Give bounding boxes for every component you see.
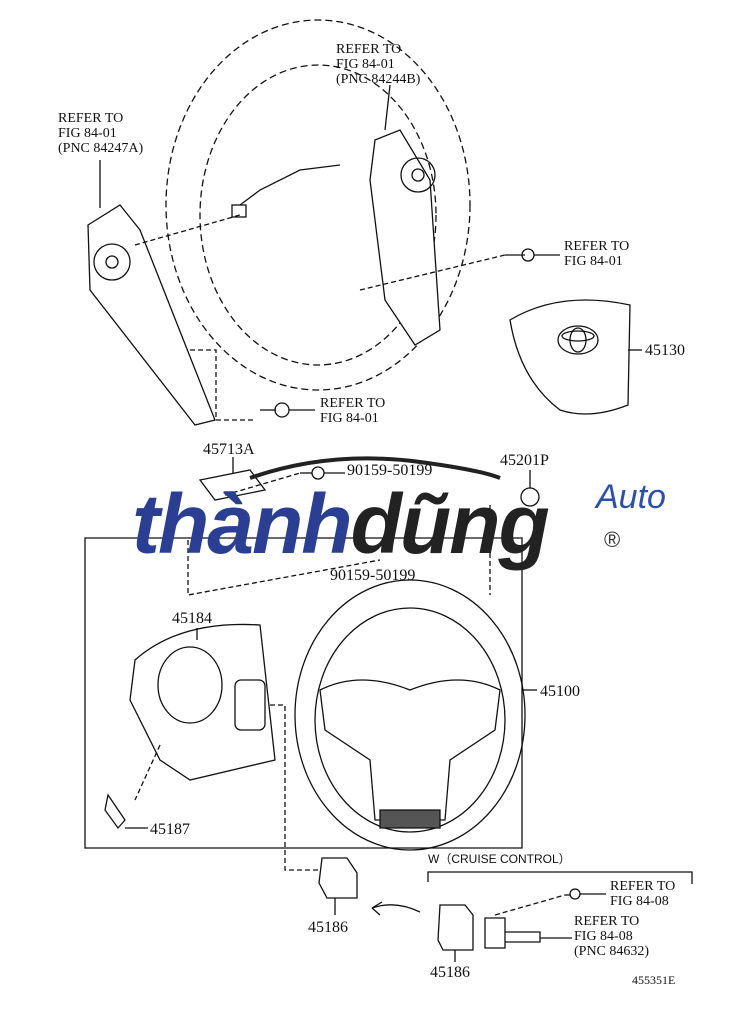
label-line: FIG 84-08 [574,929,633,944]
label-line: REFER TO [336,42,402,57]
part-45100: 45100 [540,683,580,700]
steering-wheel [294,579,526,851]
switch-cover [318,857,358,899]
part-45184: 45184 [172,610,212,627]
part-45186: 45186 [308,919,348,936]
right-switch-bezel [369,129,441,346]
label-line: REFER TO [564,239,630,254]
assembly-frame [84,537,523,849]
part-screw-2: 90159-50199 [330,567,416,584]
watermark-part2: dũng [350,477,550,571]
label-line: REFER TO [574,914,640,929]
cruise-control-title: W（CRUISE CONTROL） [428,852,571,866]
label-line: FIG 84-01 [320,411,379,426]
label-line: (PNC 84632) [574,944,650,959]
steering-cover [129,623,276,781]
part-45713a: 45713A [203,441,255,458]
label-line: FIG 84-01 [336,57,395,72]
label-line: FIG 84-01 [564,254,623,269]
part-45201p: 45201P [500,452,549,469]
part-45130: 45130 [645,342,685,359]
label-line: (PNC 84247A) [58,141,144,156]
watermark-auto: Auto [596,478,666,516]
part-45186-cruise: 45186 [430,964,470,981]
left-switch-bezel [87,204,216,426]
wheel-outline-dashed [165,19,471,391]
part-screw-1: 90159-50199 [347,462,433,479]
watermark-logo: thànhdũng [132,482,550,566]
label-line: (PNC 84244B) [336,72,421,87]
figure-id: 455351E [632,973,676,987]
watermark-registered: ® [604,527,621,552]
label-line: FIG 84-01 [58,126,117,141]
label-line: FIG 84-08 [610,894,669,909]
airbag-module [509,299,631,415]
label-line: REFER TO [320,396,386,411]
part-45187: 45187 [150,821,190,838]
watermark-part1: thành [132,477,353,571]
label-line: REFER TO [58,111,124,126]
label-line: REFER TO [610,879,676,894]
